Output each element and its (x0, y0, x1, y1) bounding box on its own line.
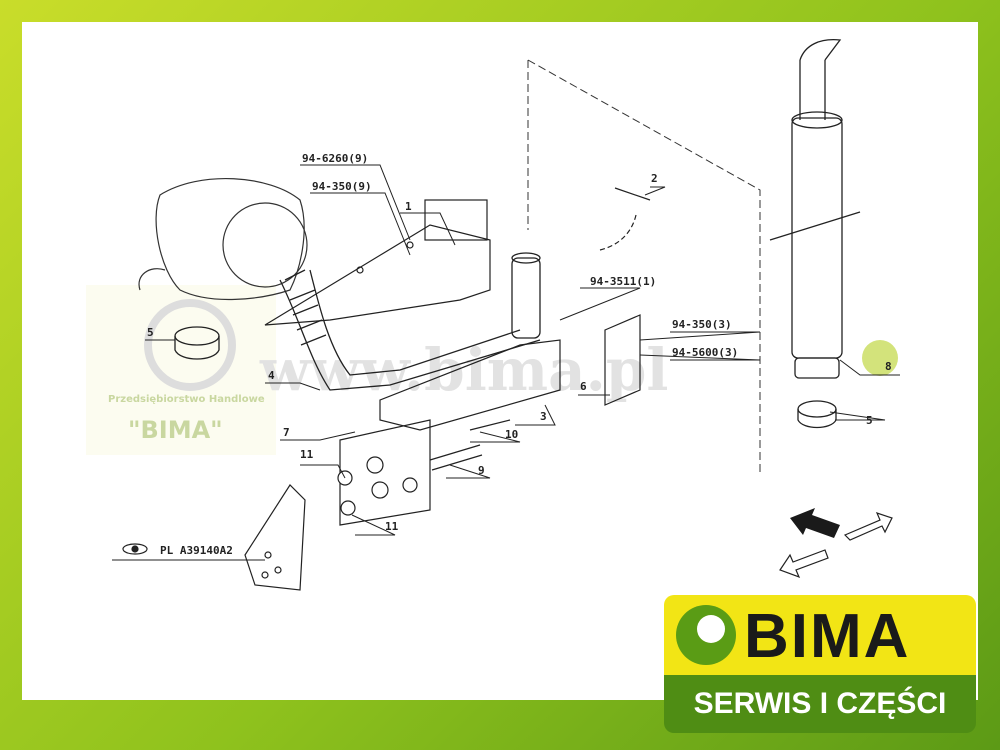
eye-icon (122, 543, 148, 555)
label-7: 7 (283, 426, 290, 439)
label-2: 2 (651, 172, 658, 185)
bima-logo: BIMA SERWIS I CZĘŚCI (664, 595, 976, 735)
nuts (337, 470, 356, 516)
logo-word: BIMA (744, 602, 911, 671)
label-1: 1 (405, 200, 412, 213)
highlight-8 (862, 340, 898, 376)
seal-2 (599, 187, 651, 251)
label-94-350-b: 94-350(3) (672, 318, 732, 331)
label-3: 3 (540, 410, 547, 423)
bracket-1 (264, 199, 491, 326)
label-11-top: 11 (300, 448, 314, 461)
exhaust-pipe (279, 252, 541, 391)
label-94-6260: 94-6260(9) (302, 152, 368, 165)
air-cleaner (138, 177, 308, 301)
bracket-3 (339, 339, 561, 526)
logo-top: BIMA (664, 595, 976, 675)
logo-ball-highlight (697, 615, 725, 643)
clamp-5-left (174, 326, 220, 360)
label-5-left: 5 (147, 326, 154, 339)
label-94-3511: 94-3511(1) (590, 275, 656, 288)
muffler (769, 39, 861, 379)
watermark-company-line: Przedsiębiorstwo Handlowe (108, 394, 265, 405)
callout-labels: 94-6260(9) 94-350(9) 1 2 94-3511(1) 94-3… (147, 152, 892, 557)
cab-outline (527, 59, 761, 475)
label-6: 6 (580, 380, 587, 393)
bolts (429, 419, 511, 471)
watermark-company-name: "BIMA" (128, 416, 223, 444)
label-8: 8 (885, 360, 892, 373)
label-11-bottom: 11 (385, 520, 399, 533)
label-94-350-a: 94-350(9) (312, 180, 372, 193)
mounting-plate (244, 484, 306, 591)
label-94-5600: 94-5600(3) (672, 346, 738, 359)
label-4: 4 (268, 369, 275, 382)
clamp-5-right (797, 400, 837, 429)
logo-bottom: SERWIS I CZĘŚCI (664, 675, 976, 733)
leader-lines (112, 164, 900, 561)
logo-subtitle: SERWIS I CZĘŚCI (693, 687, 947, 720)
label-9: 9 (478, 464, 485, 477)
plate-6 (604, 314, 641, 406)
label-5-right: 5 (866, 414, 873, 427)
direction-arrows (779, 508, 893, 579)
watermark: Przedsiębiorstwo Handlowe "BIMA" www.bim… (86, 285, 668, 455)
watermark-url: www.bima.pl (259, 336, 668, 404)
label-pl-ref: PL A39140A2 (160, 544, 233, 557)
label-10: 10 (505, 428, 518, 441)
